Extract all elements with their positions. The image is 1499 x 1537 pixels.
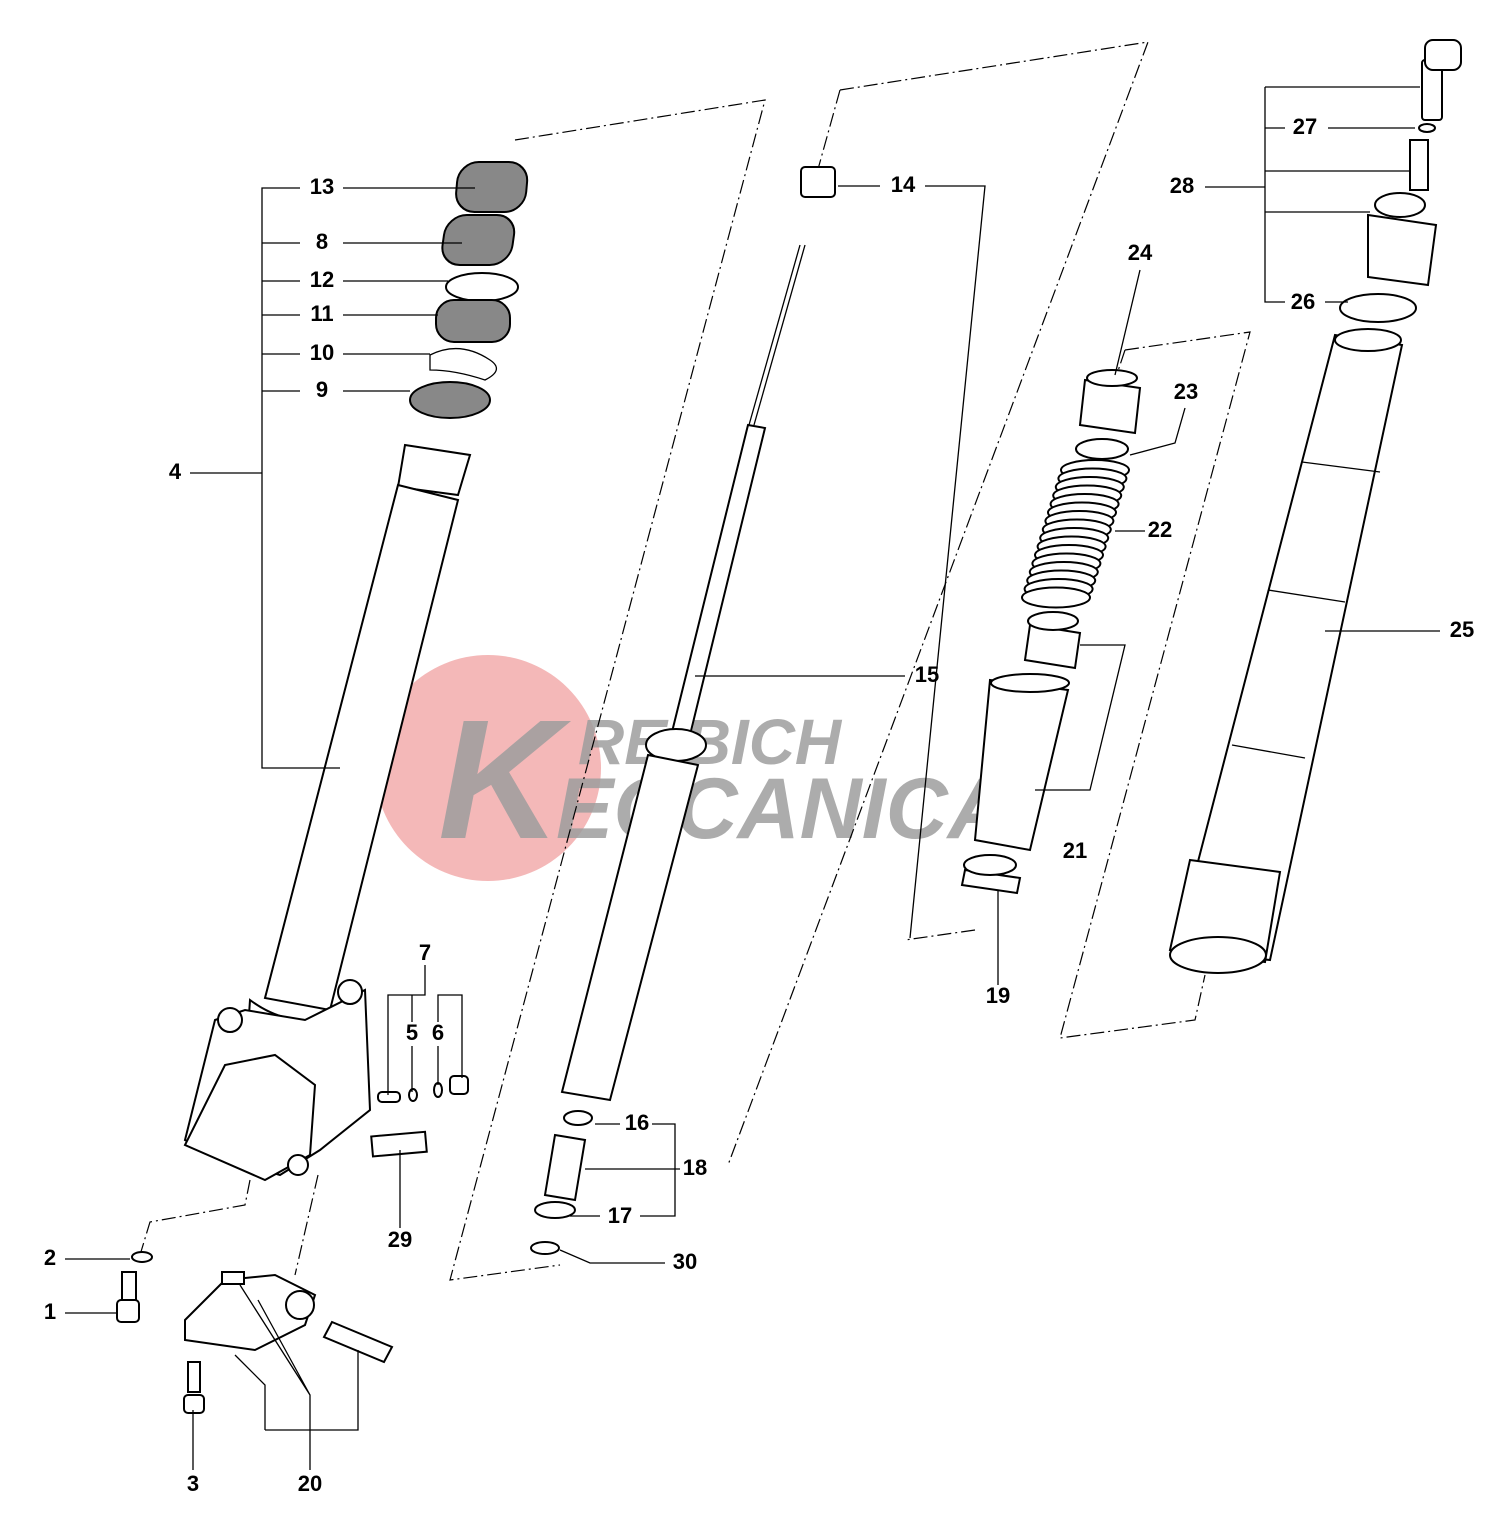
part-label-4[interactable]: 4 — [169, 459, 182, 484]
part-label-25[interactable]: 25 — [1450, 617, 1474, 642]
part-label-11[interactable]: 11 — [310, 301, 333, 326]
part-label-22[interactable]: 22 — [1148, 517, 1172, 542]
part-label-15[interactable]: 15 — [915, 662, 939, 687]
watermark-line1: REIBICH — [578, 706, 843, 778]
part-label-24[interactable]: 24 — [1128, 240, 1153, 265]
part-label-30[interactable]: 30 — [673, 1249, 697, 1274]
watermark-line2: ECCANICA — [556, 761, 1010, 857]
part-label-1[interactable]: 1 — [44, 1299, 56, 1324]
left-fork-tube — [183, 161, 529, 1182]
part-label-7[interactable]: 7 — [419, 940, 431, 965]
part-label-27[interactable]: 27 — [1293, 114, 1317, 139]
part-label-14[interactable]: 14 — [891, 172, 916, 197]
leader-lines — [65, 86, 1440, 1470]
part-label-23[interactable]: 23 — [1174, 379, 1198, 404]
part-label-29[interactable]: 29 — [388, 1227, 412, 1252]
watermark-initial: K — [438, 685, 572, 875]
part-label-19[interactable]: 19 — [986, 983, 1010, 1008]
part-label-6[interactable]: 6 — [432, 1020, 444, 1045]
part-labels: 1 2 3 4 5 6 7 8 9 10 11 12 13 14 15 16 1… — [44, 114, 1474, 1496]
part-label-21[interactable]: 21 — [1063, 838, 1087, 863]
damper-rod-cartridge — [530, 166, 836, 1255]
watermark-circle — [375, 655, 601, 881]
part-label-18[interactable]: 18 — [683, 1155, 707, 1180]
part-label-17[interactable]: 17 — [608, 1203, 632, 1228]
part-label-26[interactable]: 26 — [1291, 289, 1315, 314]
right-outer-tube — [1168, 39, 1462, 974]
part-label-2[interactable]: 2 — [44, 1245, 56, 1270]
part-label-5[interactable]: 5 — [406, 1020, 418, 1045]
part-label-3[interactable]: 3 — [187, 1471, 199, 1496]
part-label-20[interactable]: 20 — [298, 1471, 322, 1496]
part-label-12[interactable]: 12 — [310, 267, 334, 292]
part-label-28[interactable]: 28 — [1170, 173, 1194, 198]
spring-group — [960, 369, 1142, 895]
part-label-8[interactable]: 8 — [316, 229, 328, 254]
spring-coil — [1021, 586, 1091, 609]
part-label-10[interactable]: 10 — [310, 340, 334, 365]
bottom-small-parts — [116, 1075, 469, 1414]
part-label-13[interactable]: 13 — [310, 174, 334, 199]
part-label-9[interactable]: 9 — [316, 377, 328, 402]
part-label-16[interactable]: 16 — [625, 1110, 649, 1135]
